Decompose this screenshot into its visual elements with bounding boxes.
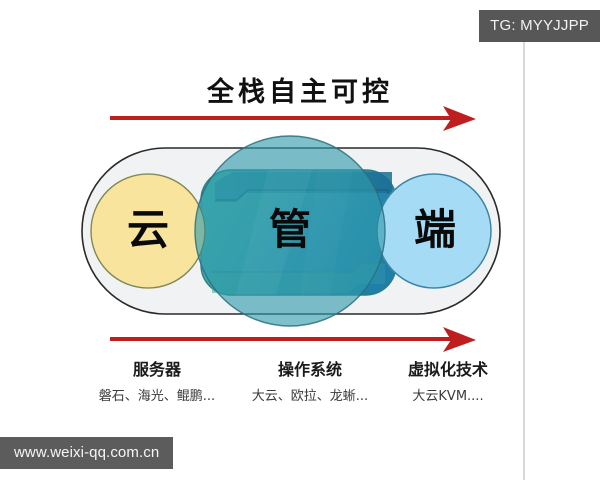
caption-heading: 服务器 [132,360,181,379]
caption-column-os: 操作系统 大云、欧拉、龙蜥... [230,360,390,404]
node-circle-pipe [194,135,386,327]
bottom-arrow-icon [110,327,476,352]
caption-detail: 大云、欧拉、龙蜥... [251,389,369,404]
top-arrow-icon [110,106,476,131]
page-title: 全栈自主可控 [207,77,393,108]
node-label-cloud: 云 [126,205,169,254]
caption-column-server: 服务器 磐石、海光、鲲鹏... [77,360,237,404]
caption-detail: 磐石、海光、鲲鹏... [98,389,216,404]
watermark-vertical-rule [523,42,525,480]
caption-heading: 操作系统 [277,360,342,379]
caption-column-virtualization: 虚拟化技术 大云KVM.... [368,360,528,404]
node-circle-device-edge [376,173,492,289]
node-label-pipe: 管 [268,205,311,254]
node-label-device: 端 [413,205,456,254]
watermark-top-right: TG: MYYJJPP [479,10,600,42]
watermark-bottom-left: www.weixi-qq.com.cn [0,437,174,469]
caption-detail: 大云KVM.... [412,389,484,404]
node-circle-cloud-edge [90,173,206,289]
caption-heading: 虚拟化技术 [407,360,488,379]
